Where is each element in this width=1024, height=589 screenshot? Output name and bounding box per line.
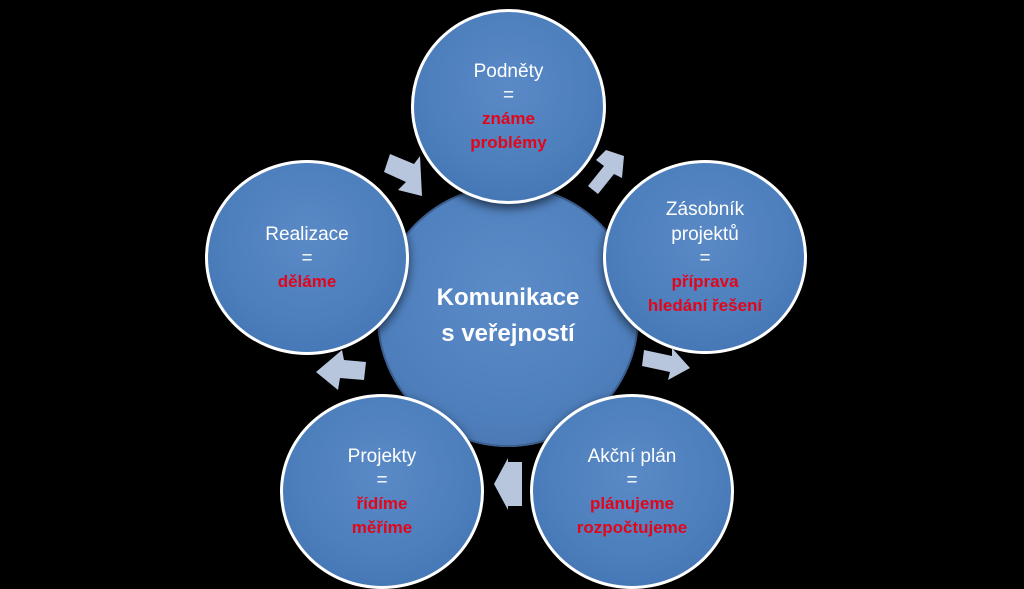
node-podnety-desc-line-1: známe [482,108,535,128]
arrow-projekty-to-realizace-icon [316,350,366,390]
node-akcni-plan: Akční plán = plánujeme rozpočtujeme [530,394,734,589]
node-zasobnik-title-line-2: projektů [671,223,739,245]
node-realizace-title: Realizace [265,223,349,245]
node-projekty: Projekty = řídíme měříme [280,394,484,589]
arrow-realizace-to-podnety-icon [384,154,422,196]
node-projekty-desc-line-2: měříme [351,517,413,537]
node-podnety-title: Podněty [473,60,544,82]
node-podnety: Podněty = známe problémy [411,9,606,204]
center-label-line-2: s veřejností [441,320,575,347]
node-projekty-title: Projekty [347,445,417,467]
center-label-line-1: Komunikace [436,284,580,311]
node-podnety-desc-line-2: problémy [470,132,547,152]
node-podnety-equals: = [502,84,515,106]
node-akcni-plan-title: Akční plán [587,445,677,467]
node-realizace: Realizace = děláme [205,160,409,355]
node-akcni-plan-desc-line-1: plánujeme [589,493,675,513]
arrow-akcni-to-projekty-icon [494,458,522,510]
node-zasobnik-equals: = [699,247,711,269]
node-zasobnik-desc-line-2: hledání řešení [647,295,763,315]
arrow-zasobnik-to-akcni-icon [642,348,690,380]
node-zasobnik-desc-line-1: příprava [671,271,739,291]
node-zasobnik-title-line-1: Zásobník [665,198,745,220]
node-akcni-plan-equals: = [626,469,638,491]
arrow-podnety-to-zasobnik-icon [588,150,624,194]
node-projekty-desc-line-1: řídíme [356,493,408,513]
node-projekty-equals: = [376,469,388,491]
node-zasobnik: Zásobník projektů = příprava hledání řeš… [603,160,807,354]
node-realizace-equals: = [301,247,313,269]
node-akcni-plan-desc-line-2: rozpočtujeme [576,517,688,537]
node-realizace-desc-line-1: děláme [277,271,337,291]
